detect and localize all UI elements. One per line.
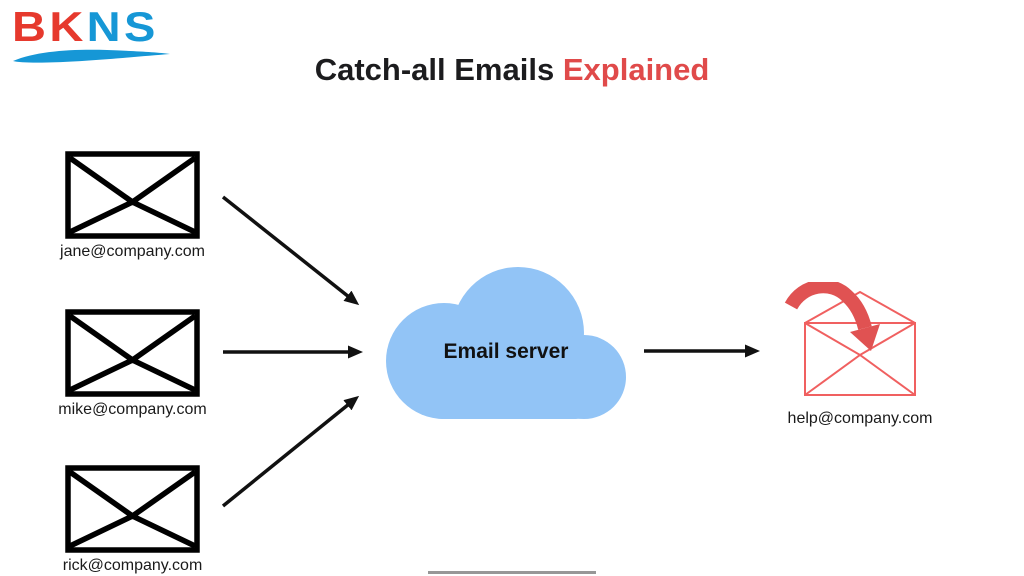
arrow-rick-to-server [221,395,360,508]
footer-bar [428,571,596,574]
sender-address: rick@company.com [62,557,203,574]
sender-jane: jane@company.com [40,151,225,261]
envelope-outline [65,151,200,239]
logo-text: BKNS [12,3,202,50]
open-envelope-flap [804,290,916,324]
recipient-catchall: help@company.com [775,279,945,428]
arrow-jane-to-server [221,195,360,306]
incoming-swoosh-arrow [784,279,872,330]
envelope-outline [65,309,200,397]
envelope-icon [65,465,200,553]
envelope-flap-lines [68,155,197,235]
open-envelope-arrow-icon [784,279,916,396]
logo-swoosh-icon [13,49,170,63]
title-highlight: Explained [562,52,710,87]
envelope-flap-lines [68,313,197,393]
sender-address: mike@company.com [58,401,207,418]
sender-address: jane@company.com [60,243,205,260]
envelope-icon [65,309,200,397]
sender-mike: mike@company.com [40,309,225,419]
incoming-swoosh-arrowhead [850,324,880,351]
title-main: Catch-all Emails [314,52,555,87]
envelope-outline [65,465,200,553]
envelope-flap-lines [68,469,197,549]
logo-text-bk: BK [12,3,87,50]
bkns-logo: BKNS [12,5,182,64]
envelope-icon [65,151,200,239]
sender-rick: rick@company.com [40,465,225,575]
cloud-icon: Email server [386,267,626,419]
recipient-address: help@company.com [787,410,933,427]
server-label: Email server [444,340,569,363]
email-server: Email server [380,265,630,425]
cloud-base [420,353,598,419]
logo-text-ns: NS [86,3,159,50]
open-envelope-inner-lines [804,322,916,396]
logo-swoosh-shape [13,49,170,63]
